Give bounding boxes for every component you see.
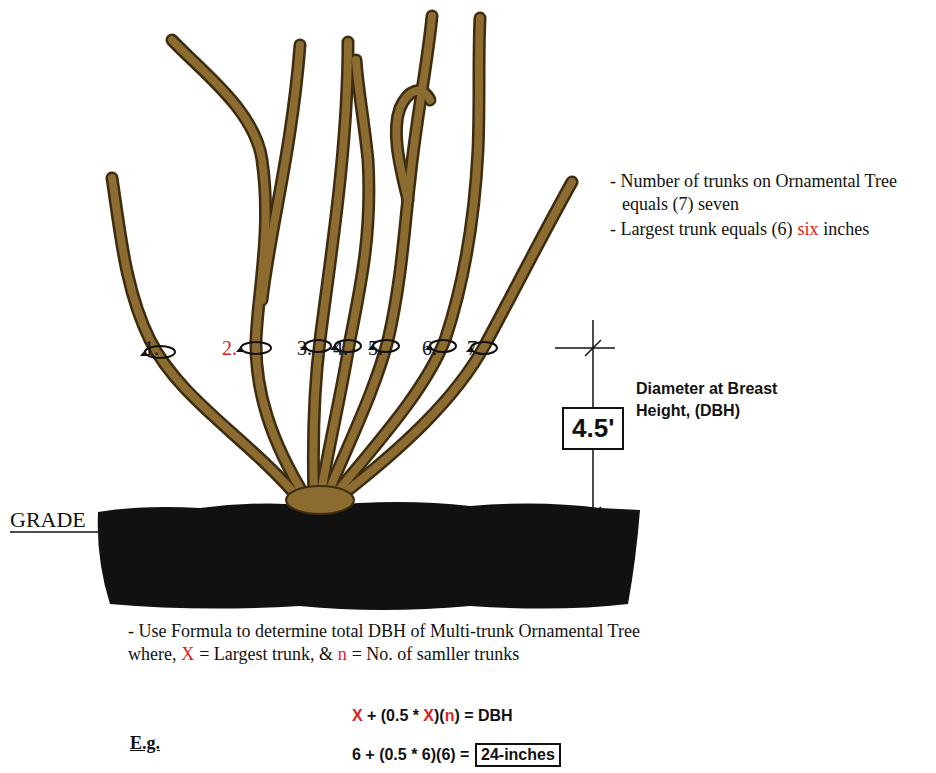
callout-number: 7. [467, 337, 482, 359]
text-group: 3. [297, 336, 312, 361]
note-text: X [181, 644, 194, 664]
text-group: E.g. [130, 732, 160, 755]
text-group: 7. [467, 336, 482, 361]
root-flare [286, 486, 354, 514]
note-text: ) = DBH [454, 707, 512, 724]
note-text: = Largest trunk, & [199, 644, 333, 664]
note-text: - Largest trunk equals (6) [610, 219, 793, 239]
text-group: 4. [333, 336, 348, 361]
boxed-value: 24-inches [475, 743, 561, 767]
callout-number: 3. [297, 337, 312, 359]
text-group: - Use Formula to determine total DBH of … [128, 620, 718, 667]
text-group: - Largest trunk equals (6)sixinches [610, 218, 935, 241]
note-text: + (0.5 * [367, 707, 419, 724]
note-text: 6 + (0.5 * 6)(6) = [352, 746, 469, 763]
boxed-text: 24-inches [481, 746, 555, 764]
text-group: 1. [144, 336, 159, 361]
ground-mass [98, 502, 640, 610]
note-text: = No. of samller trunks [352, 644, 520, 664]
callout-number: 1. [144, 337, 159, 359]
text-group: 2. [222, 336, 237, 361]
note-text: X [352, 707, 363, 724]
measure-loops [145, 340, 497, 358]
note-text: inches [823, 219, 869, 239]
text-group: - Number of trunks on Ornamental Tree eq… [610, 170, 936, 215]
note-text: E.g. [130, 733, 160, 753]
note-text: - Number of trunks on Ornamental Tree eq… [610, 171, 897, 214]
boxed-value: 4.5' [562, 407, 624, 450]
text-group: 5. [368, 336, 383, 361]
trunk-outlines [112, 16, 572, 500]
text-group: 6 + (0.5 * 6)(6) = [352, 745, 469, 765]
note-text: six [797, 219, 818, 239]
boxed-text: 4.5' [572, 413, 614, 444]
trunk-fills [112, 16, 572, 500]
callout-number: 6. [422, 337, 437, 359]
note-text: Diameter at Breast Height, (DBH) [636, 380, 777, 419]
text-group: X+ (0.5 *X)(n) = DBH [352, 706, 513, 726]
note-text: n [445, 707, 455, 724]
note-text: X [423, 707, 434, 724]
callout-number: 4. [333, 337, 348, 359]
text-group: Diameter at Breast Height, (DBH) [636, 378, 786, 421]
note-text: n [338, 644, 347, 664]
text-group: 6. [422, 336, 437, 361]
callout-number: 5. [368, 337, 383, 359]
note-text: )( [434, 707, 445, 724]
note-text: GRADE [10, 507, 86, 532]
callout-number: 2. [222, 337, 237, 359]
text-group: GRADE [10, 506, 86, 534]
